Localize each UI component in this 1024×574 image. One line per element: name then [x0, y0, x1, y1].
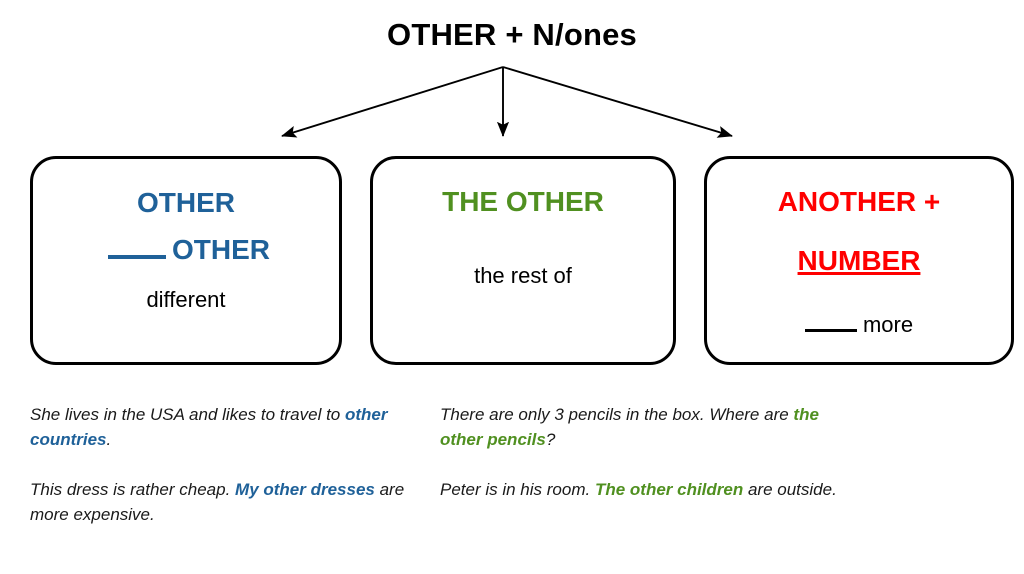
box-other-meaning: different [146, 286, 226, 312]
example-highlight: The other children [594, 480, 744, 500]
example-text-after: are outside. [743, 480, 837, 500]
example-text-before: This dress is rather cheap. [30, 480, 236, 500]
example-highlight: other countries [30, 405, 388, 449]
arrow-to-other [281, 66, 504, 138]
example-sentence: This dress is rather cheap. My other dre… [30, 478, 420, 527]
example-text-after: are more expensive. [30, 480, 405, 524]
examples-column-left: She lives in the USA and likes to travel… [30, 403, 420, 528]
box-other-heading-line2-word: OTHER [172, 234, 270, 266]
example-text-before: She lives in the USA and likes to travel… [30, 405, 345, 424]
page-title: OTHER + N/ones [387, 17, 637, 52]
category-box-the-other: THE OTHER the rest of [370, 156, 676, 365]
example-sentence: Peter is in his room. The other children… [440, 478, 840, 503]
box-other-heading-line1: OTHER [137, 187, 235, 218]
example-highlight: My other dresses [235, 480, 375, 500]
example-highlight: the other pencils [440, 405, 819, 449]
box-another-number-heading-line2: NUMBER [797, 245, 921, 277]
box-another-number-meaning: more [707, 312, 1011, 338]
box-another-number-meaning-word: more [862, 311, 914, 337]
arrow-to-another-number [502, 66, 733, 138]
category-box-another-number: ANOTHER + NUMBER more [704, 156, 1014, 365]
category-box-other: OTHER OTHER different [30, 156, 342, 365]
box-the-other-meaning: the rest of [474, 263, 572, 289]
examples-column-right: There are only 3 pencils in the box. Whe… [440, 403, 840, 503]
blank-line-icon [804, 313, 857, 332]
box-other-heading-line2: OTHER [33, 233, 339, 266]
box-another-number-heading-line1: ANOTHER + [777, 186, 941, 217]
example-text-before: Peter is in his room. [440, 480, 595, 500]
box-the-other-heading: THE OTHER [442, 186, 604, 217]
example-sentence: She lives in the USA and likes to travel… [30, 403, 420, 452]
example-text-before: There are only 3 pencils in the box. Whe… [440, 405, 794, 424]
blank-line-icon [108, 233, 166, 260]
example-text-after: . [106, 429, 112, 449]
example-text-after: ? [545, 429, 556, 449]
example-sentence: There are only 3 pencils in the box. Whe… [440, 403, 840, 452]
